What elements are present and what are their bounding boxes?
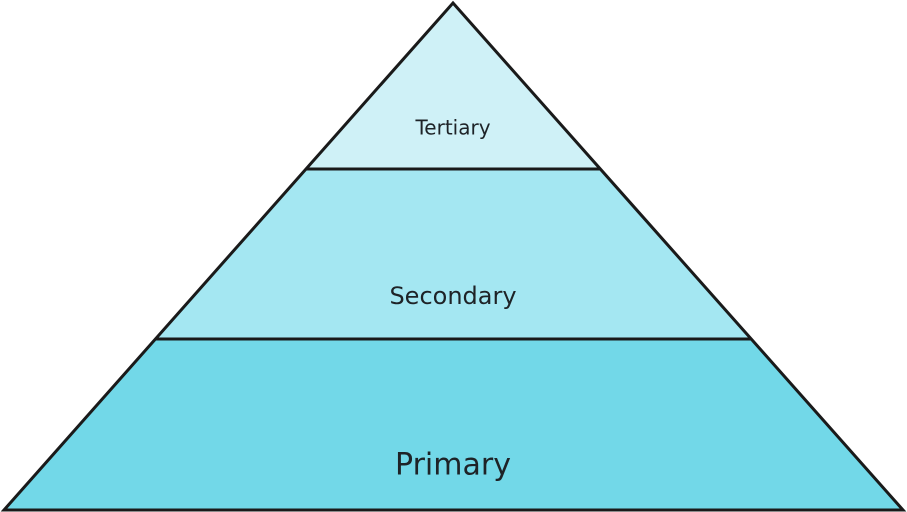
secondary-label: Secondary (389, 282, 516, 310)
primary-level (4, 339, 903, 510)
tertiary-level (306, 3, 600, 169)
secondary-level (156, 169, 751, 339)
tertiary-label: Tertiary (414, 116, 490, 140)
primary-label: Primary (395, 448, 511, 483)
